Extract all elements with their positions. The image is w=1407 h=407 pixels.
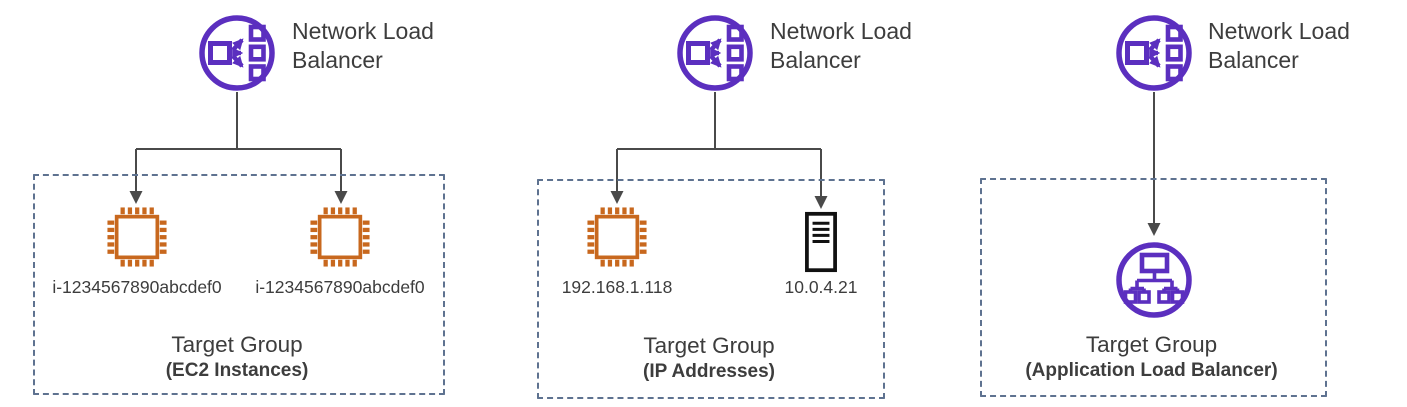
application-load-balancer-icon	[1114, 240, 1194, 320]
ec2-instance-icon	[309, 206, 371, 268]
target-group-caption: Target Group	[171, 332, 303, 357]
ec2-instance-icon	[106, 206, 168, 268]
ec2-instance-icon	[586, 206, 648, 268]
target-group-type: (EC2 Instances)	[165, 360, 309, 381]
network-load-balancer-icon	[1114, 13, 1194, 93]
target-group-type: (IP Addresses)	[643, 361, 775, 382]
target-group-box-ec2	[33, 174, 445, 395]
target-group-caption: Target Group	[1085, 332, 1218, 357]
server-icon	[804, 211, 838, 273]
load-balancer-label: Network Load Balancer	[292, 18, 434, 73]
target-group-type: (Application Load Balancer)	[1025, 360, 1278, 381]
ip-address-label: 10.0.4.21	[784, 277, 858, 297]
instance-id-label: i-1234567890abcdef0	[255, 277, 425, 297]
instance-id-label: i-1234567890abcdef0	[52, 277, 222, 297]
load-balancer-label: Network Load Balancer	[770, 18, 912, 73]
target-group-box-alb	[980, 178, 1327, 397]
network-load-balancer-icon	[197, 13, 277, 93]
target-group-box-ip	[537, 179, 885, 399]
target-group-caption: Target Group	[643, 333, 775, 358]
load-balancer-label: Network Load Balancer	[1208, 18, 1350, 73]
ip-address-label: 192.168.1.118	[561, 277, 673, 297]
network-load-balancer-icon	[675, 13, 755, 93]
